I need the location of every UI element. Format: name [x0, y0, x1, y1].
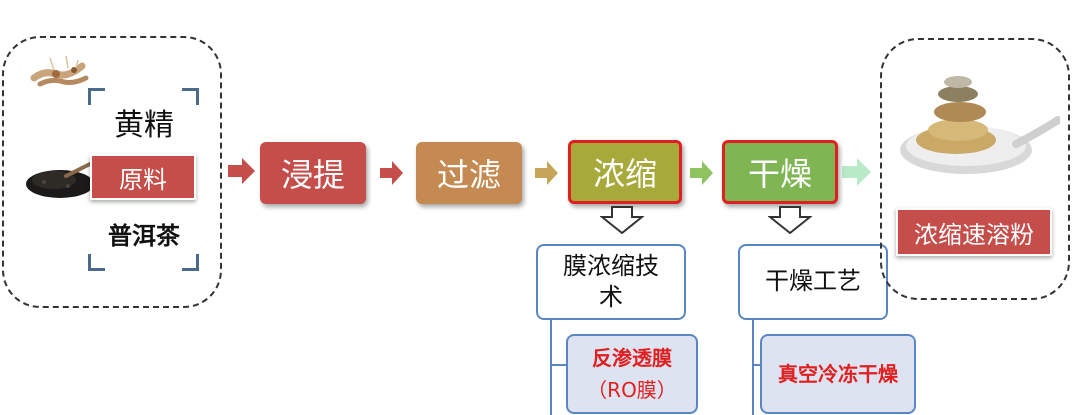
down-arrow	[768, 206, 812, 234]
flow-arrow	[380, 161, 403, 185]
connector-line	[550, 318, 552, 415]
drying-tech-title: 干燥工艺	[765, 267, 861, 296]
connector-line	[752, 364, 762, 366]
bracket-corner	[182, 88, 199, 105]
connector-line	[550, 364, 568, 366]
connector-line	[752, 318, 754, 415]
product-badge: 浓缩速溶粉	[896, 208, 1052, 256]
rhizome-image	[30, 55, 89, 87]
raw-material-badge: 原料	[90, 154, 196, 200]
product-group	[880, 38, 1070, 300]
freeze-drying-line1: 真空冷冻干燥	[778, 362, 898, 386]
powder-spoon-image	[900, 76, 1060, 174]
flow-arrow	[842, 158, 871, 186]
flow-arrow	[228, 158, 255, 184]
tea-leaves-image	[26, 160, 96, 198]
step-filtration: 过滤	[416, 142, 522, 204]
drying-tech-box: 干燥工艺	[738, 244, 888, 320]
step-extraction: 浸提	[260, 142, 366, 204]
raw-top-label: 黄精	[114, 108, 174, 143]
ro-membrane-box: 反渗透膜 （RO膜）	[566, 334, 698, 414]
bracket-corner	[88, 254, 105, 271]
freeze-drying-box: 真空冷冻干燥	[760, 334, 916, 414]
membrane-tech-box: 膜浓缩技术	[536, 244, 686, 320]
ro-membrane-line2: （RO膜）	[587, 378, 677, 402]
membrane-tech-title: 膜浓缩技术	[563, 251, 659, 311]
bracket-corner	[182, 254, 199, 271]
ro-membrane-line1: 反渗透膜	[592, 346, 672, 370]
down-arrow	[600, 206, 644, 234]
flow-arrow	[690, 161, 713, 185]
step-concentration: 浓缩	[568, 140, 682, 204]
flow-arrow	[535, 161, 558, 185]
raw-material-group	[2, 36, 222, 308]
bracket-corner	[88, 88, 105, 105]
raw-bottom-label: 普洱茶	[108, 222, 180, 250]
step-drying: 干燥	[722, 140, 838, 204]
